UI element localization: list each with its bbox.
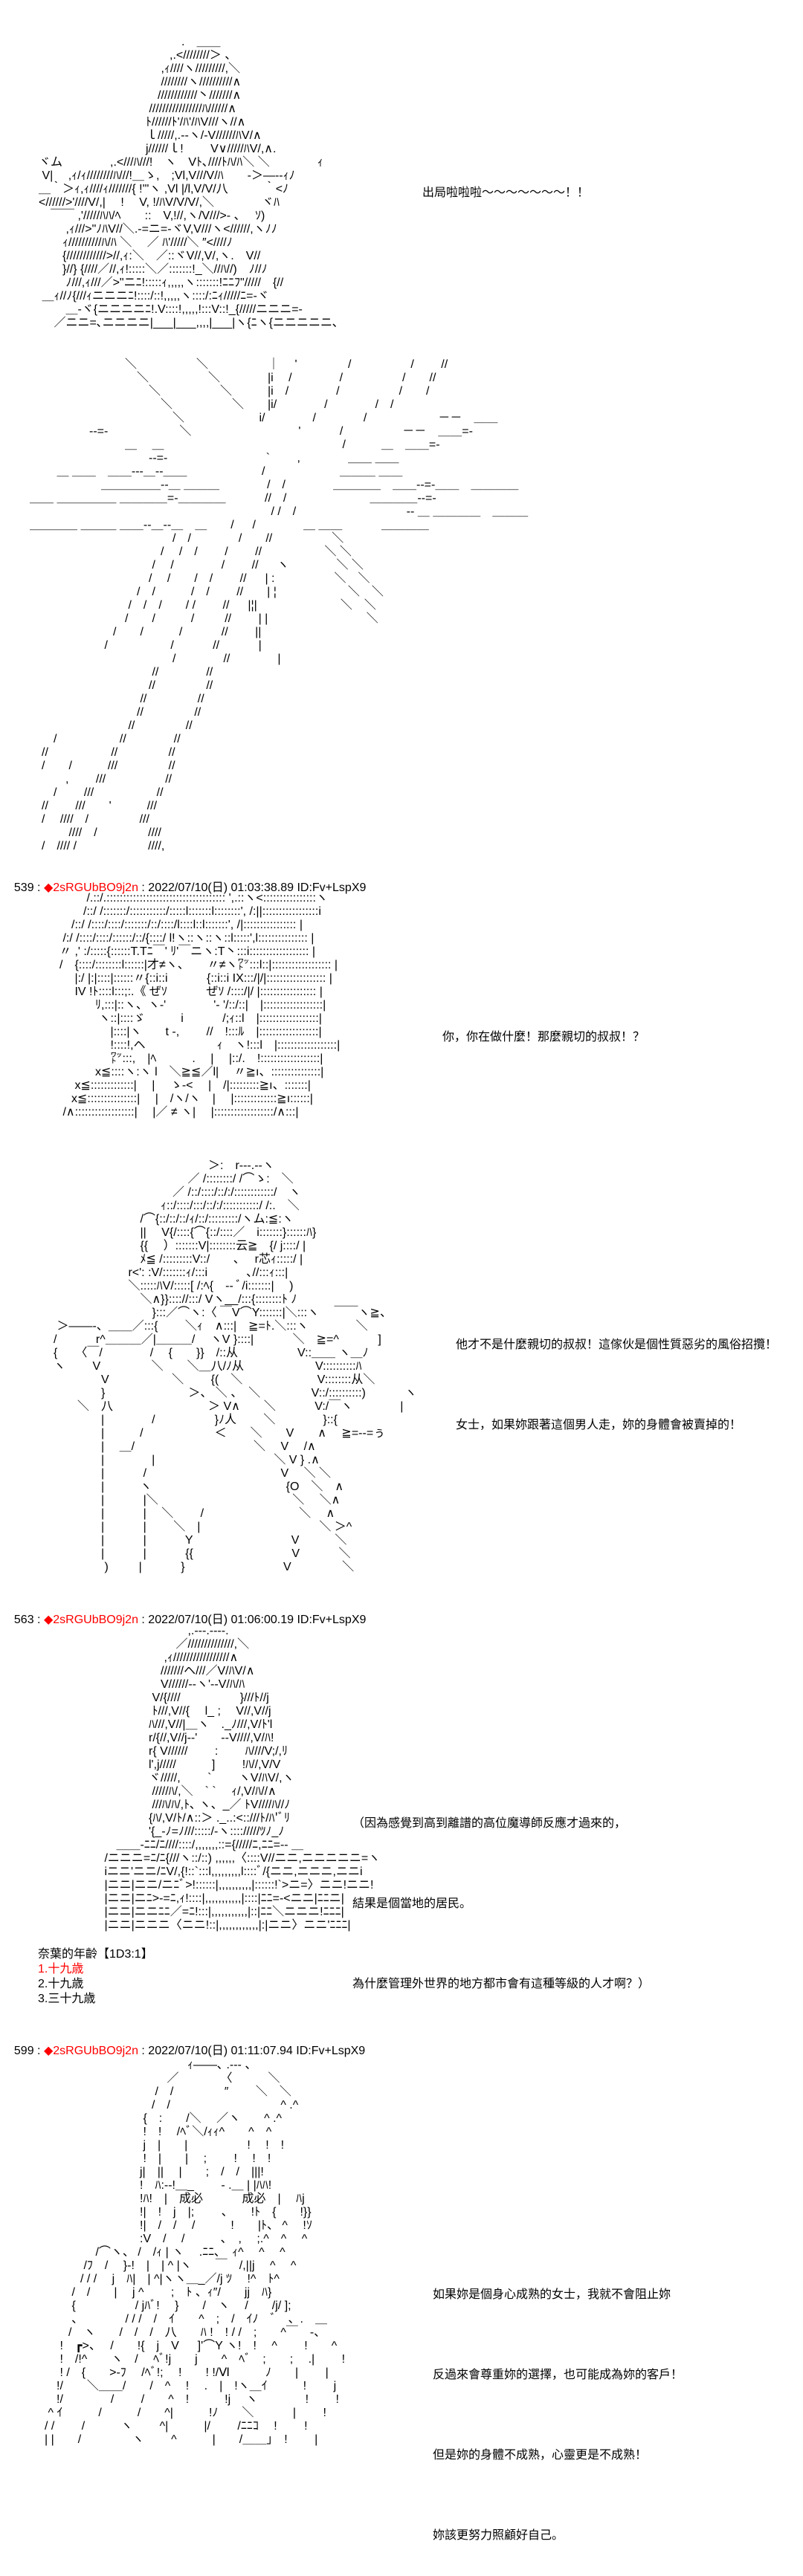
dialogue-line: 他才不是什麼親切的叔叔！這傢伙是個性質惡劣的風俗招攬！: [456, 1339, 778, 1351]
dialogue-line: 但是妳的身體不成熟，心靈更是不成熟！: [433, 2449, 648, 2462]
separator: :: [33, 1614, 44, 1626]
ascii-art-explosion-lines: ＼ ＼ ｜ ' / / // ＼ ＼ |i / / / // ＼ ＼ |i / …: [30, 358, 529, 852]
dialogue-line: 結果是個當地的居民。: [352, 1897, 472, 1910]
dialogue-line: 如果妳是個身心成熟的女士，我就不會阻止妳: [433, 2288, 671, 2301]
dialogue-line: 為什麼管理外世界的地方都市會有這種等級的人才啊？）: [352, 1978, 651, 1990]
dialogue-lecture: 如果妳是個身心成熟的女士，我就不會阻止妳 反過來會尊重妳的選擇，也可能成為妳的客…: [433, 2228, 683, 2576]
dialogue-line: （因為感覺到高到離譜的高位魔導師反應才過來的，: [352, 1817, 627, 1830]
dialogue-question: 你，你在做什麼！那麼親切的叔叔！？: [442, 1031, 645, 1043]
dialogue-line: 反過來會尊重妳的選擇，也可能成為妳的客戶！: [433, 2369, 683, 2381]
post-header: 563 : ◆2sRGUbBO9j2n : 2022/07/10(日) 01:0…: [7, 1600, 367, 1627]
dialogue-line: 女士，如果妳跟著這個男人走，妳的身體會被賣掉的！: [456, 1419, 742, 1431]
trip-code: ◆2sRGUbBO9j2n: [43, 881, 138, 894]
post-meta: : 2022/07/10(日) 01:11:07.94 ID:Fv+LspX9: [138, 2045, 366, 2057]
dice-option-selected: 1.十九歳: [38, 1963, 84, 1975]
dialogue-warning: 他才不是什麼親切的叔叔！這傢伙是個性質惡劣的風俗招攬！ 女士，如果妳跟著這個男人…: [456, 1278, 777, 1466]
separator: :: [33, 2045, 44, 2057]
dialogue-thought: （因為感覺到高到離譜的高位魔導師反應才過來的， 結果是個當地的居民。 為什麼管理…: [352, 1757, 650, 2025]
post-header: 599 : ◆2sRGUbBO9j2n : 2022/07/10(日) 01:1…: [7, 2031, 365, 2058]
ascii-art-girl-cheering: . ＿＿ ,.<////////＞ 、 ,ｨ////ヽ/////////,＼ /…: [39, 36, 338, 329]
dialogue-line: 妳該更努力照顧好自己。: [433, 2529, 564, 2542]
ascii-art-confronting-figure: ＞: r‐‐‐.‐‐ヽ ／ /::::::::/ /⌒ゝ: ＼ ／ /::/::…: [54, 1159, 417, 1573]
trip-code: ◆2sRGUbBO9j2n: [43, 1614, 138, 1626]
dialogue-shout: 出局啦啦啦～～～～～～～！！: [422, 187, 590, 199]
post-meta: : 2022/07/10(日) 01:06:00.19 ID:Fv+LspX9: [138, 1614, 367, 1626]
trip-code: ◆2sRGUbBO9j2n: [43, 2045, 138, 2057]
ascii-art-shocked-girl: /.::/.::::::::::::::::::::::::::::::::::…: [59, 892, 341, 1119]
ascii-art-long-haired-girl: ,.‐‐‐.‐‐‐‐. ／//////////////,＼ ,ｨ////////…: [104, 1625, 381, 1932]
dice-title: 奈葉的年齡【1D3:1】: [38, 1948, 153, 1961]
post-header: 539 : ◆2sRGUbBO9j2n : 2022/07/10(日) 01:0…: [7, 868, 367, 895]
post-number[interactable]: 563: [13, 1614, 34, 1626]
dice-option: 2.十九歳: [38, 1978, 84, 1990]
post-meta: : 2022/07/10(日) 01:03:38.89 ID:Fv+LspX9: [138, 881, 367, 894]
dice-option: 3.三十九歳: [38, 1993, 96, 2005]
post-number[interactable]: 539: [13, 881, 34, 894]
ascii-art-woman-lecturing: ｨ――､ .‐‐‐ 、 ／ 〈 ＼ / / ″ ＼ ＼ / / ^ .^ { :…: [45, 2059, 346, 2446]
separator: :: [33, 881, 44, 894]
post-number[interactable]: 599: [13, 2045, 34, 2057]
dice-roll-choices: 奈葉的年齡【1D3:1】 1.十九歳 2.十九歳 3.三十九歳: [38, 1947, 153, 2007]
